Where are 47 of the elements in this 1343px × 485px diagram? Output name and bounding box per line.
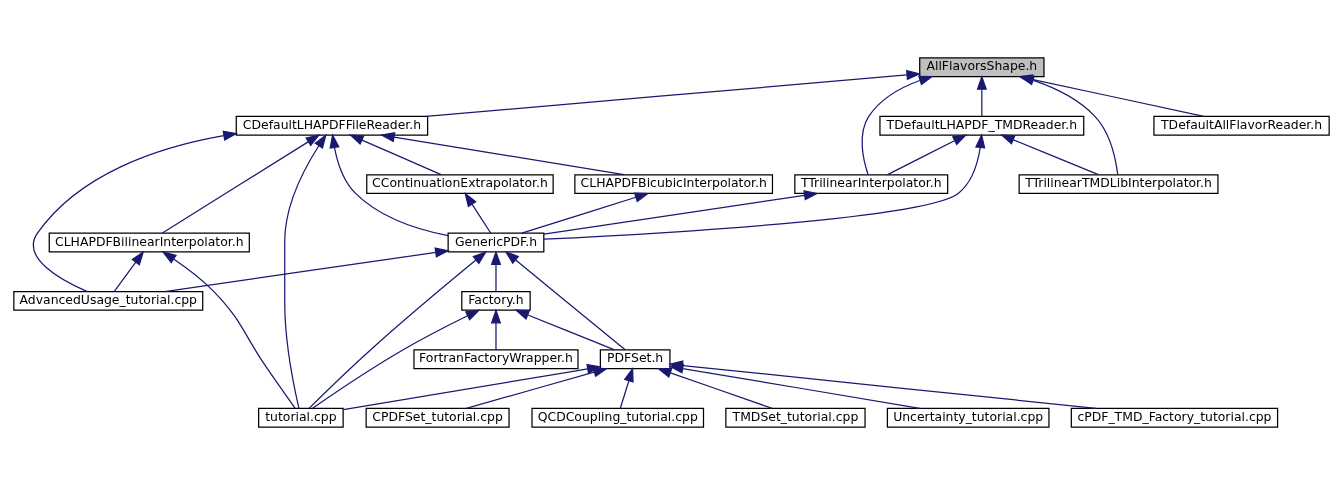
arrow [311, 309, 481, 409]
arrow [464, 192, 492, 234]
node-box: CLHAPDFBilinearInterpolator.h [48, 232, 250, 253]
node-box: CPDFSet_tutorial.cpp [365, 407, 510, 428]
node-box: CDefaultLHAPDFFileReader.h [235, 115, 429, 136]
arrow [164, 247, 450, 293]
arrow [32, 130, 239, 293]
arrow [521, 192, 650, 234]
arrow [379, 132, 625, 176]
node-box: TDefaultAllFlavorReader.h [1153, 115, 1330, 136]
node-box: AllFlavorsShape.h [919, 57, 1045, 78]
arrow [490, 250, 502, 293]
node-box: TTrilinearInterpolator.h [794, 174, 949, 195]
arrow [504, 250, 626, 351]
arrow [976, 74, 988, 117]
arrow [543, 190, 819, 235]
node-box: TTrilinearTMDLibInterpolator.h [1018, 174, 1219, 195]
arrow [514, 309, 616, 351]
arrow [308, 250, 488, 409]
node-box: AdvancedUsage_tutorial.cpp [13, 290, 204, 311]
node-box: cPDF_TMD_Factory_tutorial.cpp [1070, 407, 1279, 428]
arrow [161, 251, 296, 409]
arrow [284, 133, 327, 409]
arrow [861, 75, 934, 176]
arrow [999, 134, 1099, 176]
arrow [348, 134, 442, 176]
node-box: CContinuationExtrapolator.h [366, 174, 554, 195]
node-box: Uncertainty_tutorial.cpp [886, 407, 1050, 428]
arrow [113, 250, 145, 293]
arrow [490, 308, 502, 351]
node-box: GenericPDF.h [447, 232, 545, 253]
arrow [161, 134, 321, 234]
arrow [543, 133, 986, 240]
arrow [619, 367, 634, 409]
node-box: QCDCoupling_tutorial.cpp [531, 407, 705, 428]
arrow [886, 134, 968, 176]
node-box: CLHAPDFBicubicInterpolator.h [574, 174, 774, 195]
arrow [656, 368, 773, 409]
node-box: PDFSet.h [599, 349, 671, 370]
node-box: FortranFactoryWrapper.h [413, 349, 579, 370]
arrow [425, 69, 922, 117]
node-box: Factory.h [461, 290, 531, 311]
node-box: TDefaultLHAPDF_TMDReader.h [879, 115, 1085, 136]
arrow [329, 133, 449, 237]
node-box: TMDSet_tutorial.cpp [725, 407, 866, 428]
arrow [342, 363, 602, 411]
node-box: tutorial.cpp [258, 407, 344, 428]
